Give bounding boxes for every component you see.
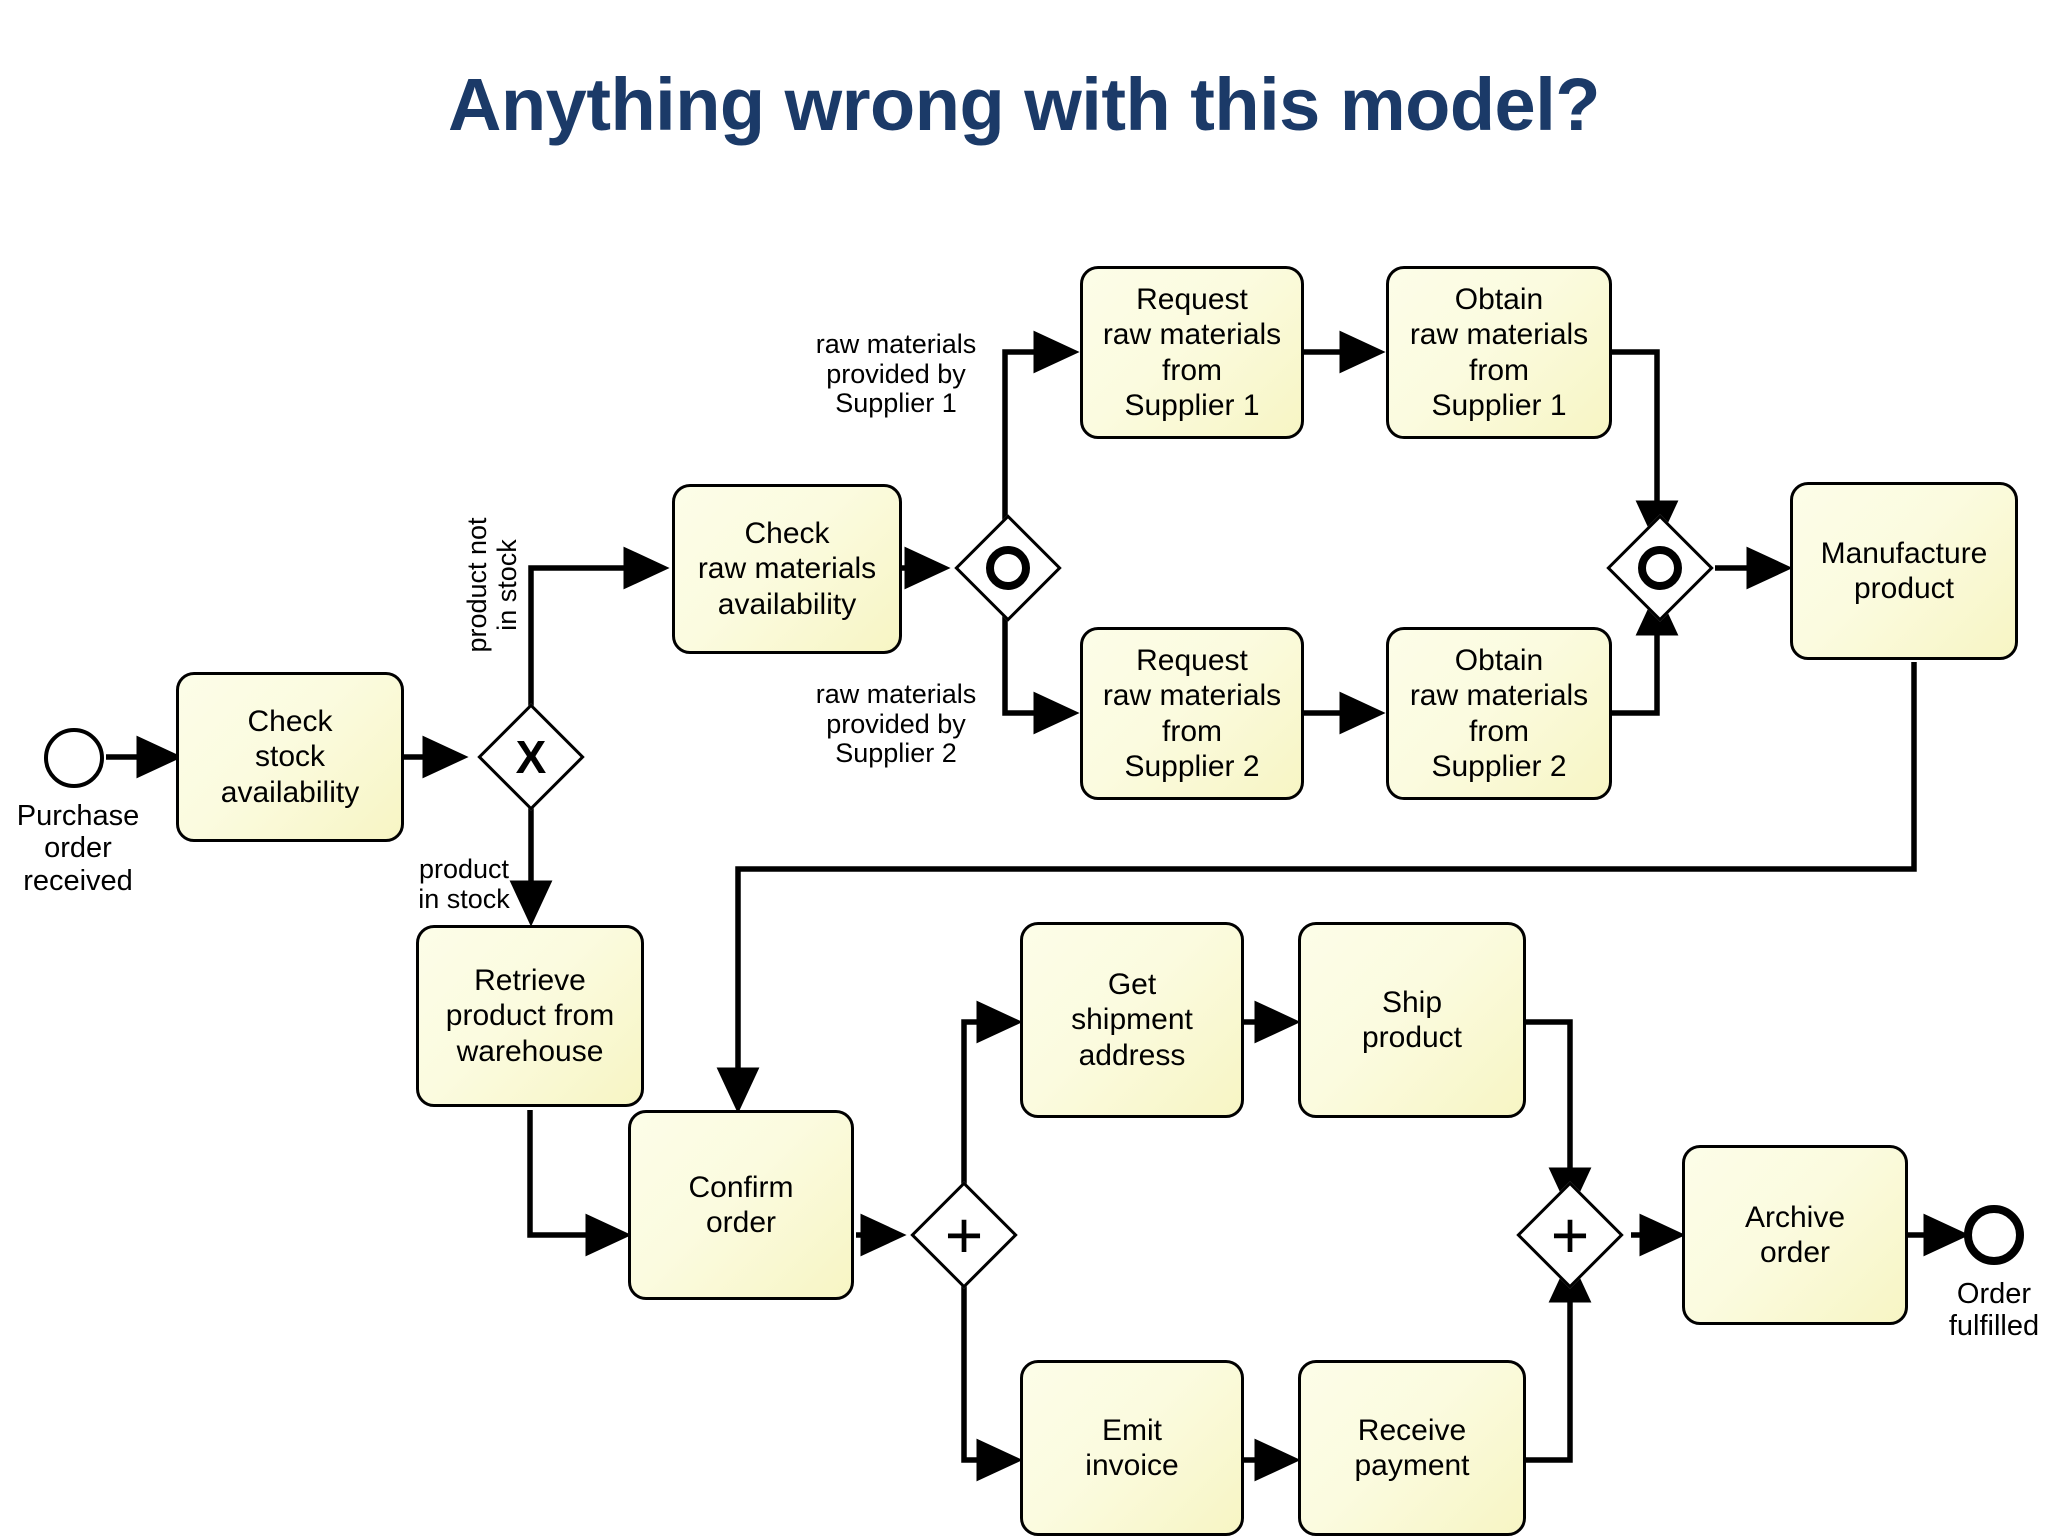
task-receive-payment[interactable]: Receive payment bbox=[1298, 1360, 1526, 1536]
task-check-stock-availability[interactable]: Check stock availability bbox=[176, 672, 404, 842]
flow-and-split-to-emit-invoice bbox=[961, 1263, 1023, 1482]
flow-ship-to-and-join bbox=[1525, 1019, 1592, 1214]
task-label: Request raw materials from Supplier 1 bbox=[1102, 283, 1282, 422]
flow-obtain-s1-to-or-join bbox=[1608, 349, 1679, 547]
start-event-purchase-order-received[interactable] bbox=[44, 728, 104, 788]
gateway-parallel-join[interactable]: + bbox=[1500, 1165, 1640, 1305]
flow-label-raw-materials-supplier-1: raw materials provided by Supplier 1 bbox=[815, 329, 977, 419]
flow-obtain-s2-to-or-join bbox=[1608, 589, 1679, 716]
task-manufacture-product[interactable]: Manufacture product bbox=[1790, 482, 2018, 660]
start-event-label: Purchase order received bbox=[16, 800, 140, 897]
end-event-label: Order fulfilled bbox=[1948, 1278, 2040, 1343]
gateway-marker-inclusive-circle-icon bbox=[986, 546, 1030, 590]
gateway-inclusive-split[interactable] bbox=[938, 498, 1078, 638]
task-label: Check raw materials availability bbox=[697, 517, 877, 621]
task-label: Archive order bbox=[1744, 1200, 1846, 1269]
task-obtain-raw-materials-supplier-2[interactable]: Obtain raw materials from Supplier 2 bbox=[1386, 627, 1612, 800]
task-obtain-raw-materials-supplier-1[interactable]: Obtain raw materials from Supplier 1 bbox=[1386, 266, 1612, 439]
flow-label-product-not-in-stock: product not in stock bbox=[462, 517, 522, 653]
gateway-parallel-split[interactable]: + bbox=[894, 1165, 1034, 1305]
flow-manufacture-to-confirm bbox=[716, 662, 1917, 1114]
flow-label-raw-materials-supplier-2: raw materials provided by Supplier 2 bbox=[815, 679, 977, 769]
flow-receive-payment-to-and-join bbox=[1525, 1256, 1592, 1463]
gateway-marker-inclusive-circle-icon bbox=[1638, 546, 1682, 590]
task-request-raw-materials-supplier-2[interactable]: Request raw materials from Supplier 2 bbox=[1080, 627, 1304, 800]
task-label: Check stock availability bbox=[220, 705, 360, 809]
task-label: Manufacture product bbox=[1820, 536, 1988, 605]
task-check-raw-materials-availability[interactable]: Check raw materials availability bbox=[672, 484, 902, 654]
task-retrieve-product-from-warehouse[interactable]: Retrieve product from warehouse bbox=[416, 925, 644, 1107]
task-label: Ship product bbox=[1361, 985, 1463, 1054]
end-event-order-fulfilled[interactable] bbox=[1964, 1205, 2024, 1265]
flow-xor-to-check-raw bbox=[528, 546, 670, 720]
task-label: Obtain raw materials from Supplier 1 bbox=[1409, 283, 1589, 422]
flow-and-split-to-get-address bbox=[961, 1000, 1023, 1207]
task-request-raw-materials-supplier-1[interactable]: Request raw materials from Supplier 1 bbox=[1080, 266, 1304, 439]
task-ship-product[interactable]: Ship product bbox=[1298, 922, 1526, 1118]
task-label: Receive payment bbox=[1354, 1413, 1470, 1482]
task-label: Retrieve product from warehouse bbox=[445, 964, 615, 1068]
task-confirm-order[interactable]: Confirm order bbox=[628, 1110, 854, 1300]
task-label: Confirm order bbox=[688, 1170, 794, 1239]
flow-label-product-in-stock: product in stock bbox=[418, 854, 510, 914]
task-get-shipment-address[interactable]: Get shipment address bbox=[1020, 922, 1244, 1118]
gateway-marker-parallel: + bbox=[1550, 1198, 1590, 1272]
task-label: Emit invoice bbox=[1085, 1413, 1179, 1482]
gateway-exclusive-stock[interactable]: X bbox=[461, 687, 601, 827]
flow-or-split-to-request-s1 bbox=[1002, 330, 1080, 540]
flow-retrieve-to-confirm bbox=[527, 1110, 632, 1257]
gateway-marker-parallel: + bbox=[944, 1198, 984, 1272]
task-label: Obtain raw materials from Supplier 2 bbox=[1409, 644, 1589, 783]
gateway-inclusive-join[interactable] bbox=[1590, 498, 1730, 638]
task-label: Get shipment address bbox=[1071, 968, 1193, 1072]
task-label: Request raw materials from Supplier 2 bbox=[1102, 644, 1282, 783]
flow-or-split-to-request-s2 bbox=[1002, 596, 1080, 735]
gateway-marker-exclusive: X bbox=[515, 731, 547, 783]
page-title: Anything wrong with this model? bbox=[448, 63, 1600, 146]
task-emit-invoice[interactable]: Emit invoice bbox=[1020, 1360, 1244, 1536]
task-archive-order[interactable]: Archive order bbox=[1682, 1145, 1908, 1325]
